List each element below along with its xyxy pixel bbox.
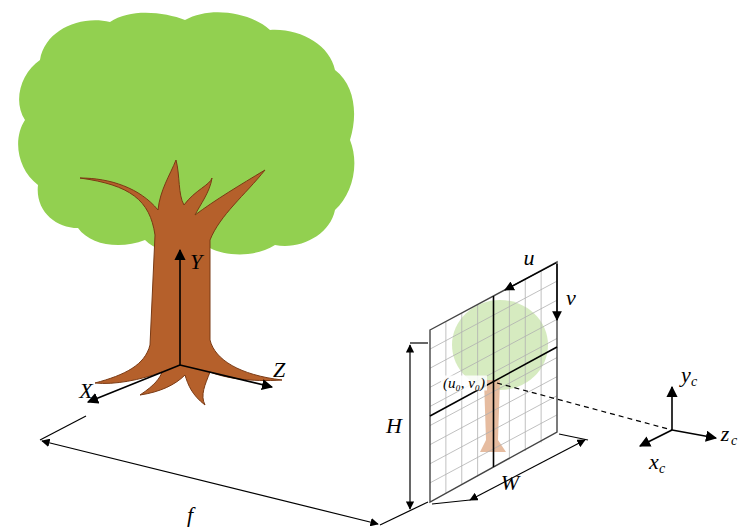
axis-subscript: c [659, 462, 665, 476]
axis-label: X [79, 380, 92, 402]
focal-dimension [40, 416, 428, 525]
dimension-label: W [501, 472, 519, 494]
image-plane [430, 262, 672, 502]
axis-label: u [524, 247, 535, 269]
dimension-label: H [386, 415, 402, 437]
dimension-label: f [187, 504, 193, 526]
axis-label: Z [273, 359, 285, 381]
axis-subscript: c [731, 434, 737, 448]
plane-dimensions [410, 343, 588, 509]
pixel-axes [505, 263, 557, 320]
tree-trunk [80, 160, 282, 405]
axis-label: Y [190, 251, 202, 273]
axis-label: y [681, 364, 691, 386]
principal-point-label: (u₀, v₀) [441, 376, 487, 391]
axis-subscript: c [691, 375, 697, 389]
camera-axes [640, 387, 716, 446]
axis-label: v [566, 287, 576, 309]
world-axes [88, 250, 272, 402]
axis-label: z [721, 423, 730, 445]
axis-label: x [649, 451, 659, 473]
